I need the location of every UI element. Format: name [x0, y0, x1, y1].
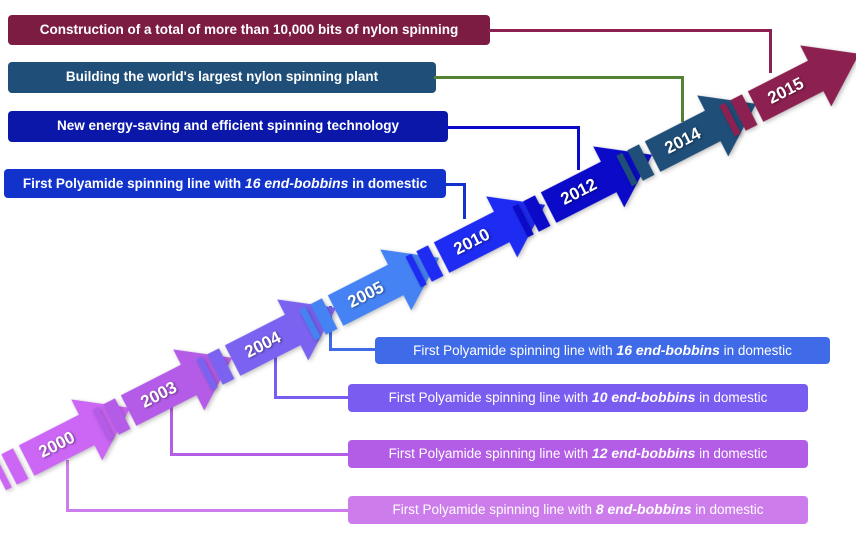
- annotation-text: Building the world's largest nylon spinn…: [65, 69, 379, 85]
- annotation-2014-largest-plant: Building the world's largest nylon spinn…: [8, 62, 436, 93]
- emphasized-bobbins-count: 12 end-bobbins: [591, 445, 696, 462]
- connector-2014: [681, 76, 684, 122]
- connector-2003: [170, 453, 348, 456]
- timeline-arrow-2004: 2004: [187, 273, 355, 409]
- connector-2010: [463, 183, 466, 219]
- striped-arrow-shape: [719, 45, 856, 137]
- annotation-2015-nylon-construction: Construction of a total of more than 10,…: [8, 15, 490, 45]
- emphasized-bobbins-count: 10 end-bobbins: [591, 389, 696, 406]
- annotation-2005-16-end-bobbins: First Polyamide spinning line with 16 en…: [375, 337, 830, 364]
- timeline-arrow-2015: 2015: [710, 19, 856, 155]
- annotation-text: Construction of a total of more than 10,…: [39, 21, 459, 37]
- connector-2000: [66, 509, 348, 512]
- annotation-2010-16-end-bobbins: First Polyamide spinning line with 16 en…: [4, 169, 446, 198]
- annotation-text: First Polyamide spinning line with 16 en…: [22, 174, 428, 191]
- annotation-text: First Polyamide spinning line with 10 en…: [388, 389, 768, 406]
- connector-2010: [444, 183, 466, 186]
- annotation-2012-energy-saving: New energy-saving and efficient spinning…: [8, 111, 448, 142]
- annotation-text: First Polyamide spinning line with 8 end…: [392, 501, 764, 518]
- striped-arrow-shape: [92, 349, 233, 441]
- connector-2004: [274, 396, 348, 399]
- connector-2005: [329, 348, 375, 351]
- timeline-arrow-2003: 2003: [83, 323, 251, 459]
- striped-arrow-shape: [196, 299, 337, 391]
- annotation-text: New energy-saving and efficient spinning…: [56, 118, 400, 134]
- connector-2003: [170, 407, 173, 456]
- striped-arrow-shape: [512, 146, 653, 238]
- emphasized-bobbins-count: 16 end-bobbins: [616, 341, 720, 358]
- annotation-text: First Polyamide spinning line with 12 en…: [388, 445, 768, 462]
- connector-2004: [274, 356, 277, 399]
- striped-arrow-shape: [405, 196, 546, 288]
- timeline-arrow-2005: 2005: [290, 223, 458, 359]
- connector-2015: [769, 29, 772, 73]
- annotation-2003-12-end-bobbins: First Polyamide spinning line with 12 en…: [348, 440, 808, 468]
- striped-arrow-shape: [616, 95, 757, 187]
- timeline-arrow-2012: 2012: [503, 120, 671, 256]
- timeline-arrow-2000: 2000: [0, 373, 149, 509]
- emphasized-bobbins-count: 8 end-bobbins: [595, 501, 692, 518]
- connector-2014: [434, 76, 684, 79]
- connector-2012: [577, 126, 580, 170]
- striped-arrow-shape: [299, 249, 440, 341]
- striped-arrow-shape: [0, 399, 131, 491]
- connector-2000: [66, 460, 69, 512]
- annotation-text: First Polyamide spinning line with 16 en…: [413, 341, 792, 358]
- connector-2015: [488, 29, 772, 32]
- annotation-2000-8-end-bobbins: First Polyamide spinning line with 8 end…: [348, 496, 808, 524]
- timeline-arrow-2014: 2014: [607, 69, 775, 205]
- timeline-arrow-2010: 2010: [396, 170, 564, 306]
- emphasized-bobbins-count: 16 end-bobbins: [244, 174, 349, 191]
- connector-2012: [446, 126, 580, 129]
- annotation-2004-10-end-bobbins: First Polyamide spinning line with 10 en…: [348, 384, 808, 412]
